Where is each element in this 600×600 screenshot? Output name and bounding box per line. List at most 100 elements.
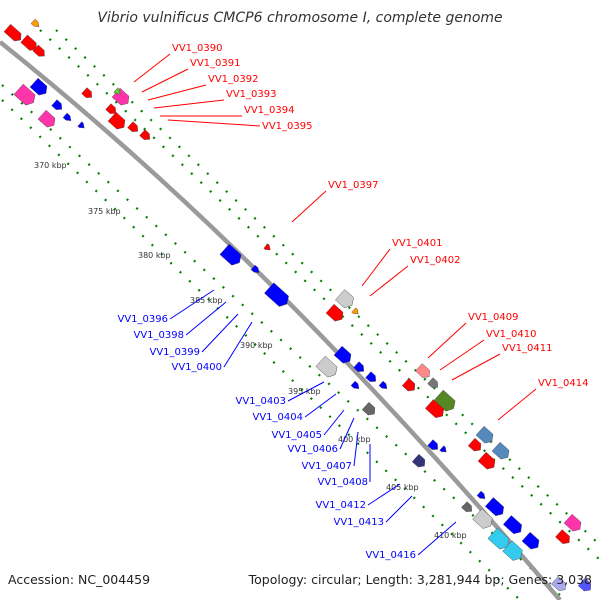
gene-feature[interactable] xyxy=(353,361,367,375)
gene-feature[interactable] xyxy=(411,453,428,469)
gene-feature[interactable] xyxy=(361,401,378,417)
label-leader-line xyxy=(353,431,359,467)
gene-label[interactable]: VV1_0396 xyxy=(118,314,169,325)
gene-label[interactable]: VV1_0407 xyxy=(302,461,353,472)
label-leader-line xyxy=(169,289,215,320)
gene-label[interactable]: VV1_0405 xyxy=(272,430,323,441)
gene-feature[interactable] xyxy=(77,121,86,130)
gene-feature[interactable] xyxy=(401,377,418,393)
gene-feature[interactable] xyxy=(315,355,340,380)
gene-label[interactable]: VV1_0416 xyxy=(366,550,417,561)
gene-feature[interactable] xyxy=(439,445,448,454)
gene-labels: VV1_0390VV1_0391VV1_0392VV1_0393VV1_0394… xyxy=(118,43,589,561)
gene-feature[interactable] xyxy=(521,531,542,552)
gene-feature[interactable] xyxy=(264,282,291,309)
gene-feature[interactable] xyxy=(32,44,47,59)
gene-feature[interactable] xyxy=(427,439,441,453)
gene-feature[interactable] xyxy=(81,87,95,101)
gene-feature[interactable] xyxy=(555,529,572,547)
label-leader-line xyxy=(133,53,171,83)
gene-feature[interactable] xyxy=(350,380,361,391)
label-leader-line xyxy=(439,339,485,371)
gene-label[interactable]: VV1_0408 xyxy=(318,477,369,488)
label-leader-line xyxy=(361,248,391,287)
label-leader-line xyxy=(497,388,537,421)
gene-label[interactable]: VV1_0410 xyxy=(486,329,537,340)
gene-feature[interactable] xyxy=(433,389,458,414)
gene-feature[interactable] xyxy=(476,490,487,501)
gene-feature[interactable] xyxy=(335,289,356,310)
gene-label[interactable]: VV1_0413 xyxy=(334,517,385,528)
gene-feature[interactable] xyxy=(577,577,594,593)
gene-feature[interactable] xyxy=(250,264,261,275)
gene-feature[interactable] xyxy=(551,576,568,594)
label-leader-line xyxy=(304,393,337,418)
gene-feature[interactable] xyxy=(467,437,484,453)
gene-feature[interactable] xyxy=(20,34,40,53)
gene-feature[interactable] xyxy=(127,121,141,135)
gene-feature[interactable] xyxy=(485,497,506,519)
gene-feature[interactable] xyxy=(62,112,73,123)
gene-label[interactable]: VV1_0411 xyxy=(502,343,553,354)
gene-feature[interactable] xyxy=(13,83,38,108)
label-leader-line xyxy=(385,495,413,523)
label-leader-line xyxy=(141,68,189,93)
label-leader-line xyxy=(223,321,253,368)
gene-feature[interactable] xyxy=(563,513,584,534)
gene-feature[interactable] xyxy=(461,501,475,515)
gene-feature[interactable] xyxy=(427,377,441,391)
gene-label[interactable]: VV1_0404 xyxy=(253,412,304,423)
gene-feature[interactable] xyxy=(333,345,354,366)
map-title: Vibrio vulnificus CMCP6 chromosome I, co… xyxy=(97,10,502,26)
gene-label[interactable]: VV1_0391 xyxy=(190,58,241,69)
gene-feature[interactable] xyxy=(477,451,498,472)
gene-feature[interactable] xyxy=(51,99,65,113)
gene-feature[interactable] xyxy=(378,380,389,391)
kbp-tick-label: 370 kbp xyxy=(34,161,67,170)
label-leader-line xyxy=(287,381,325,402)
gene-feature[interactable] xyxy=(365,371,379,385)
gene-feature[interactable] xyxy=(425,399,446,421)
gene-label[interactable]: VV1_0392 xyxy=(208,74,259,85)
gene-feature[interactable] xyxy=(351,307,360,316)
label-leader-line xyxy=(167,119,261,127)
gene-feature[interactable] xyxy=(491,441,512,462)
gene-feature[interactable] xyxy=(415,363,432,381)
gene-feature[interactable] xyxy=(503,515,524,537)
gene-label[interactable]: VV1_0390 xyxy=(172,43,223,54)
gene-label[interactable]: VV1_0401 xyxy=(392,238,443,249)
gene-feature[interactable] xyxy=(37,109,58,130)
gene-feature[interactable] xyxy=(107,111,128,132)
gene-feature[interactable] xyxy=(105,103,119,117)
gene-feature[interactable] xyxy=(139,129,153,143)
gene-label[interactable]: VV1_0397 xyxy=(328,180,379,191)
kbp-tick-label: 400 kbp xyxy=(338,435,371,444)
gene-feature[interactable] xyxy=(219,243,244,268)
kbp-tick-label: 410 kbp xyxy=(434,531,467,540)
gene-label[interactable]: VV1_0406 xyxy=(288,444,339,455)
gene-feature[interactable] xyxy=(30,18,41,29)
gene-label[interactable]: VV1_0412 xyxy=(316,500,367,511)
gene-label[interactable]: VV1_0409 xyxy=(468,312,519,323)
gene-feature[interactable] xyxy=(113,87,122,96)
gene-label[interactable]: VV1_0394 xyxy=(244,105,295,116)
gene-label[interactable]: VV1_0398 xyxy=(134,330,185,341)
gene-feature[interactable] xyxy=(475,425,496,446)
gene-feature[interactable] xyxy=(487,527,512,552)
gene-feature[interactable] xyxy=(3,23,24,43)
gene-feature[interactable] xyxy=(502,540,526,563)
gene-feature[interactable] xyxy=(29,77,50,98)
gene-label[interactable]: VV1_0403 xyxy=(236,396,287,407)
gene-feature[interactable] xyxy=(472,508,496,531)
gene-label[interactable]: VV1_0395 xyxy=(262,121,313,132)
gene-label[interactable]: VV1_0393 xyxy=(226,89,277,100)
label-leader-line xyxy=(451,353,501,381)
gene-features xyxy=(3,18,594,594)
gene-feature[interactable] xyxy=(325,303,346,324)
gene-label[interactable]: VV1_0399 xyxy=(150,347,201,358)
gene-label[interactable]: VV1_0414 xyxy=(538,378,589,389)
gene-label[interactable]: VV1_0402 xyxy=(410,255,461,266)
gene-label[interactable]: VV1_0400 xyxy=(172,362,223,373)
gene-feature[interactable] xyxy=(263,243,272,252)
